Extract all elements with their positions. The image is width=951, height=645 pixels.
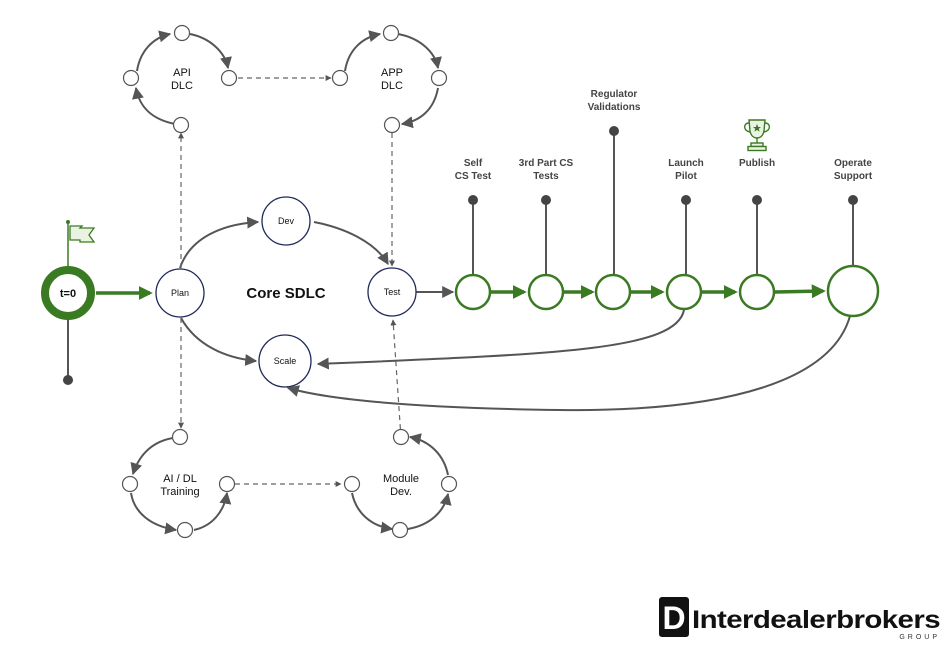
logo-mark [659, 597, 689, 637]
svg-text:Dev: Dev [278, 216, 295, 226]
svg-text:Dev.: Dev. [390, 486, 412, 498]
start-node: t=0 [41, 222, 95, 385]
trophy-icon [743, 119, 771, 152]
svg-text:Tests: Tests [533, 171, 559, 182]
svg-text:DLC: DLC [171, 80, 193, 92]
svg-text:CS Test: CS Test [455, 171, 492, 182]
plan-node: Plan [155, 268, 205, 318]
company-logo: D Interdealerbrokers GROUP [659, 597, 941, 641]
svg-text:Self: Self [464, 158, 483, 169]
dashed-connectors [178, 75, 402, 487]
svg-text:Pilot: Pilot [675, 171, 697, 182]
api-dlc-cycle: API DLC [122, 24, 238, 134]
svg-text:Regulator: Regulator [591, 89, 638, 100]
scale-node: Scale [258, 334, 312, 388]
start-label: t=0 [60, 288, 76, 300]
svg-text:3rd Part CS: 3rd Part CS [519, 158, 574, 169]
logo-subtitle: GROUP [899, 634, 940, 641]
gate-publish: Publish [738, 158, 776, 311]
svg-text:API: API [173, 67, 191, 79]
logo-name: Interdealerbrokers [692, 606, 940, 634]
svg-text:Scale: Scale [274, 356, 297, 366]
svg-text:APP: APP [381, 67, 403, 79]
svg-text:DLC: DLC [381, 80, 403, 92]
svg-text:Operate: Operate [834, 158, 872, 169]
flag-icon [66, 220, 96, 243]
gate-operate-support: Operate Support [826, 158, 880, 318]
pipeline-arrows [491, 284, 826, 299]
test-node: Test [367, 267, 417, 317]
svg-text:Test: Test [384, 287, 401, 297]
svg-text:AI / DL: AI / DL [163, 473, 197, 485]
svg-text:Publish: Publish [739, 158, 775, 169]
core-cycle [179, 216, 455, 366]
gate-launch-pilot: Launch Pilot [665, 158, 704, 311]
svg-text:D: D [662, 600, 685, 636]
gate-3rd-part-cs-tests: 3rd Part CS Tests [519, 158, 574, 311]
app-dlc-cycle: APP DLC [331, 24, 448, 134]
svg-text:Module: Module [383, 473, 419, 485]
gate-self-cs-test: Self CS Test [454, 158, 492, 311]
svg-text:Plan: Plan [171, 288, 189, 298]
gate-regulator-validations: Regulator Validations [588, 89, 641, 311]
svg-text:Training: Training [160, 486, 199, 498]
ai-dl-training-cycle: AI / DL Training [121, 428, 236, 539]
svg-text:Support: Support [834, 171, 873, 182]
svg-text:Validations: Validations [588, 102, 641, 113]
feedback-curves [286, 309, 851, 412]
module-dev-cycle: Module Dev. [343, 428, 458, 539]
dev-node: Dev [261, 196, 311, 246]
svg-text:Launch: Launch [668, 158, 704, 169]
core-sdlc-title: Core SDLC [246, 285, 325, 302]
